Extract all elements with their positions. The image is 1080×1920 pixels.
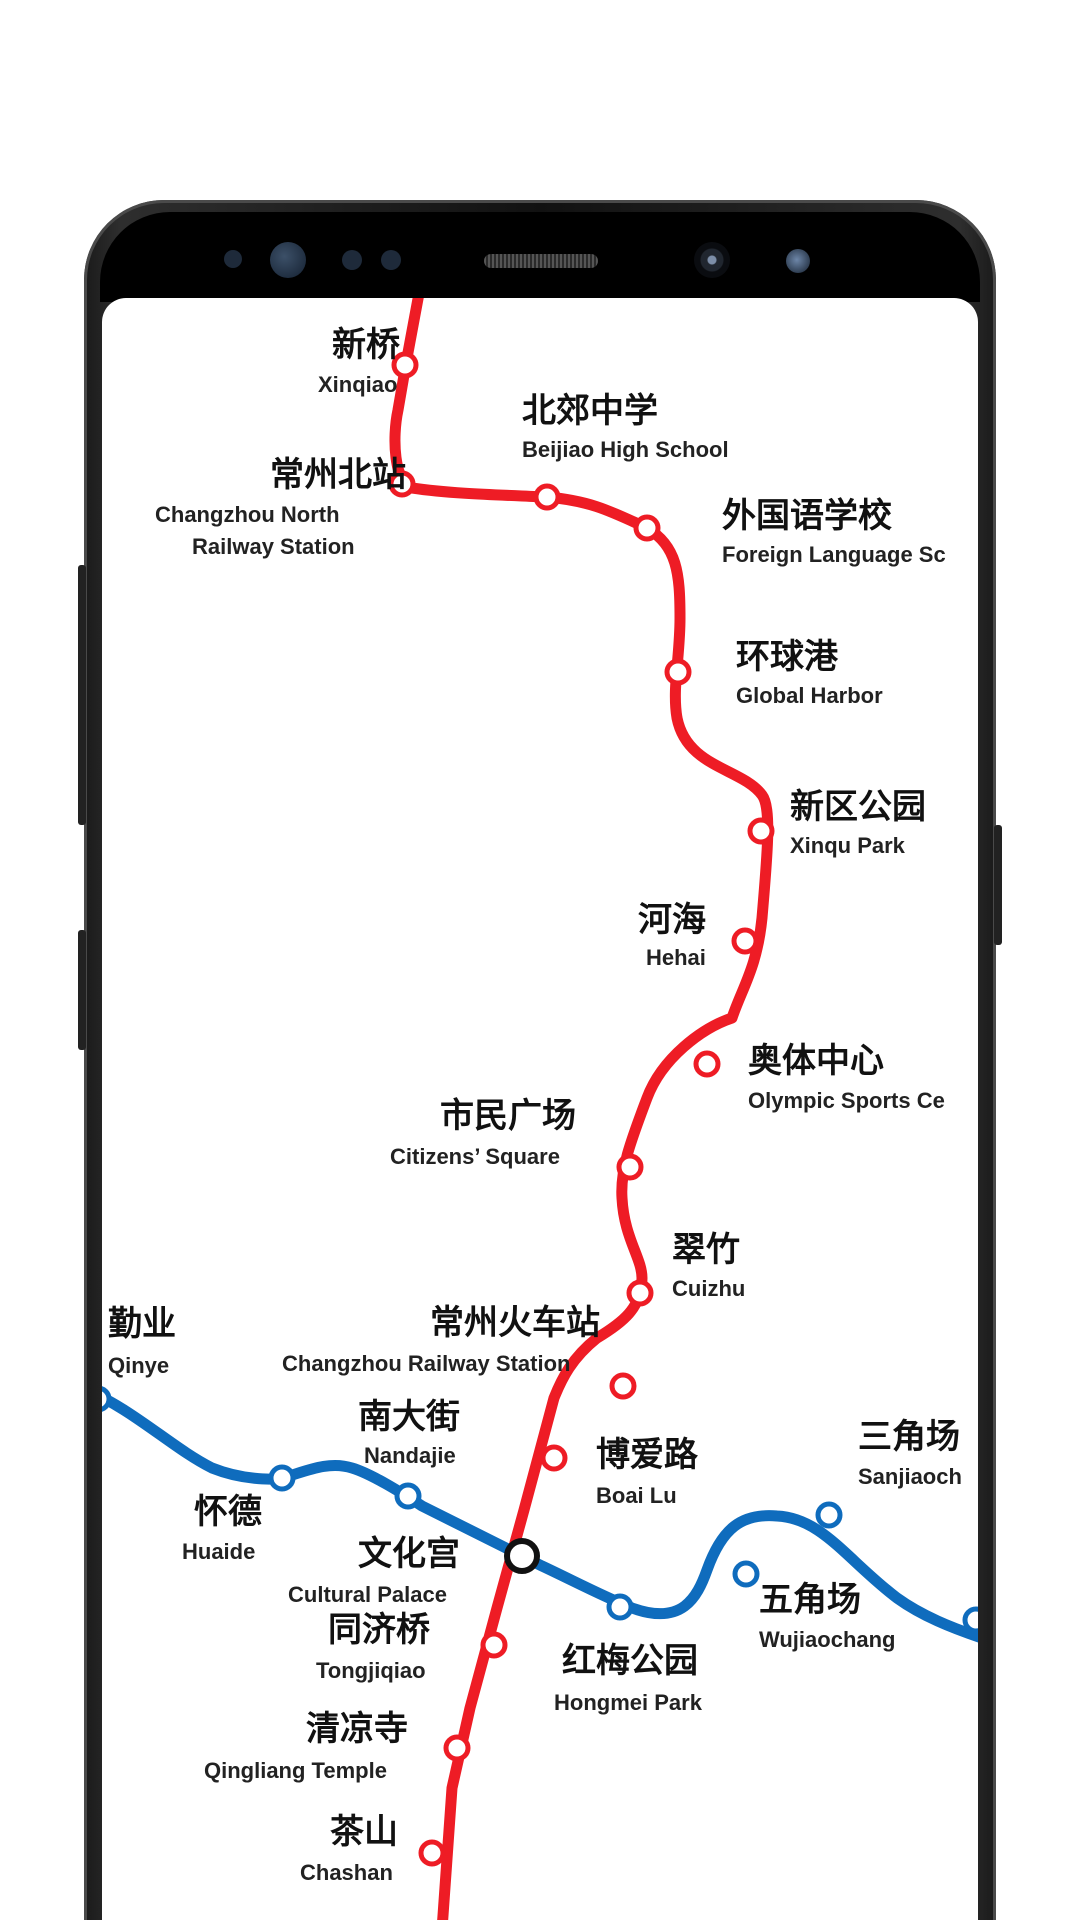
label-chashan-en[interactable]: Chashan — [300, 1860, 393, 1885]
label-tongjiqiao-en[interactable]: Tongjiqiao — [316, 1658, 426, 1683]
label-xinqu-park-en[interactable]: Xinqu Park — [790, 833, 906, 858]
label-hehai-zh[interactable]: 河海 — [638, 900, 706, 940]
station-wujiaochang-marker[interactable] — [732, 1560, 760, 1588]
sensor-dot-icon — [342, 250, 362, 270]
station-citizens-square-marker[interactable] — [616, 1153, 644, 1181]
proximity-sensor-icon — [224, 250, 242, 268]
label-foreign-language-en[interactable]: Foreign Language Sc — [722, 542, 946, 567]
label-hongmei-park-en[interactable]: Hongmei Park — [554, 1690, 703, 1715]
label-citizens-square-en[interactable]: Citizens’ Square — [390, 1144, 560, 1169]
station-olympic-marker[interactable] — [693, 1050, 721, 1078]
label-olympic-en[interactable]: Olympic Sports Ce — [748, 1088, 945, 1113]
earpiece-speaker — [484, 254, 598, 268]
label-qingliang-zh[interactable]: 清凉寺 — [306, 1709, 408, 1749]
power-button — [994, 825, 1002, 945]
label-qingliang-en[interactable]: Qingliang Temple — [204, 1758, 387, 1783]
station-beijiao-marker[interactable] — [533, 483, 561, 511]
metro-map-screen[interactable]: 新桥 Xinqiao 常州北站 Changzhou North Railway … — [102, 298, 978, 1920]
station-huaide-marker[interactable] — [268, 1464, 296, 1492]
label-huaide-zh[interactable]: 怀德 — [194, 1492, 262, 1532]
label-hongmei-park-zh[interactable]: 红梅公园 — [562, 1641, 698, 1681]
label-nandajie-en[interactable]: Nandajie — [364, 1443, 456, 1468]
metro-map[interactable]: 新桥 Xinqiao 常州北站 Changzhou North Railway … — [102, 298, 978, 1920]
station-east-edge-marker[interactable] — [962, 1606, 978, 1634]
label-citizens-square-zh[interactable]: 市民广场 — [440, 1096, 576, 1136]
label-changzhou-north-zh[interactable]: 常州北站 — [270, 455, 406, 495]
label-xinqu-park-zh[interactable]: 新区公园 — [790, 787, 926, 827]
label-boai-lu-en[interactable]: Boai Lu — [596, 1483, 677, 1508]
label-hehai-en[interactable]: Hehai — [646, 945, 706, 970]
station-hongmei-park-marker[interactable] — [606, 1593, 634, 1621]
front-camera-icon — [694, 242, 730, 278]
label-wujiaochang-en[interactable]: Wujiaochang — [759, 1627, 896, 1652]
label-boai-lu-zh[interactable]: 博爱路 — [596, 1435, 699, 1475]
label-foreign-language-zh[interactable]: 外国语学校 — [722, 496, 892, 536]
line-2-track — [102, 1391, 978, 1643]
station-changzhou-railway-marker[interactable] — [609, 1372, 637, 1400]
station-tongjiqiao-marker[interactable] — [480, 1631, 508, 1659]
label-cultural-palace-zh[interactable]: 文化宫 — [358, 1534, 460, 1574]
station-changzhou-north-marker[interactable] — [388, 470, 416, 498]
flash-sensor-icon — [786, 249, 810, 273]
label-cultural-palace-en[interactable]: Cultural Palace — [288, 1582, 447, 1607]
label-qinye-en[interactable]: Qinye — [108, 1353, 169, 1378]
label-xinqiao-en[interactable]: Xinqiao — [318, 372, 397, 397]
label-cuizhu-en[interactable]: Cuizhu — [672, 1276, 745, 1301]
station-qinye-marker[interactable] — [102, 1386, 112, 1412]
station-nandajie-marker[interactable] — [394, 1482, 422, 1510]
station-global-harbor-marker[interactable] — [664, 658, 692, 686]
station-foreign-language-marker[interactable] — [633, 514, 661, 542]
label-beijiao-en[interactable]: Beijiao High School — [522, 437, 729, 462]
volume-up-button — [78, 565, 86, 825]
station-chashan-marker[interactable] — [418, 1839, 446, 1867]
station-markers — [102, 351, 978, 1867]
label-sanjiao-zh[interactable]: 三角场 — [858, 1417, 960, 1457]
station-qingliang-marker[interactable] — [443, 1734, 471, 1762]
label-tongjiqiao-zh[interactable]: 同济桥 — [328, 1610, 430, 1650]
station-xinqu-park-marker[interactable] — [747, 817, 775, 845]
iris-camera-icon — [270, 242, 306, 278]
sensor-dot-icon — [381, 250, 401, 270]
label-nandajie-zh[interactable]: 南大街 — [358, 1397, 460, 1437]
station-labels: 新桥 Xinqiao 常州北站 Changzhou North Railway … — [108, 325, 962, 1885]
label-cuizhu-zh[interactable]: 翠竹 — [672, 1230, 740, 1270]
station-hehai-marker[interactable] — [731, 927, 759, 955]
station-cultural-palace-interchange-marker[interactable] — [504, 1538, 540, 1574]
label-changzhou-north-en1[interactable]: Changzhou North — [155, 502, 340, 527]
station-nandajie-red-marker[interactable] — [540, 1444, 568, 1472]
station-cuizhu-marker[interactable] — [626, 1279, 654, 1307]
label-chashan-zh[interactable]: 茶山 — [330, 1812, 398, 1852]
label-qinye-zh[interactable]: 勤业 — [108, 1304, 176, 1344]
label-changzhou-north-en2[interactable]: Railway Station — [192, 534, 355, 559]
label-global-harbor-en[interactable]: Global Harbor — [736, 683, 883, 708]
volume-down-button — [78, 930, 86, 1050]
label-huaide-en[interactable]: Huaide — [182, 1539, 255, 1564]
label-changzhou-railway-en[interactable]: Changzhou Railway Station — [282, 1351, 570, 1376]
label-wujiaochang-zh[interactable]: 五角场 — [759, 1580, 861, 1620]
label-changzhou-railway-zh[interactable]: 常州火车站 — [430, 1303, 600, 1343]
label-sanjiao-en[interactable]: Sanjiaoch — [858, 1464, 962, 1489]
label-olympic-zh[interactable]: 奥体中心 — [748, 1041, 884, 1081]
label-global-harbor-zh[interactable]: 环球港 — [736, 637, 839, 677]
station-sanjiao-marker[interactable] — [815, 1501, 843, 1529]
label-beijiao-zh[interactable]: 北郊中学 — [522, 391, 658, 431]
label-xinqiao-zh[interactable]: 新桥 — [332, 325, 400, 365]
station-xinqiao-marker[interactable] — [391, 351, 419, 379]
